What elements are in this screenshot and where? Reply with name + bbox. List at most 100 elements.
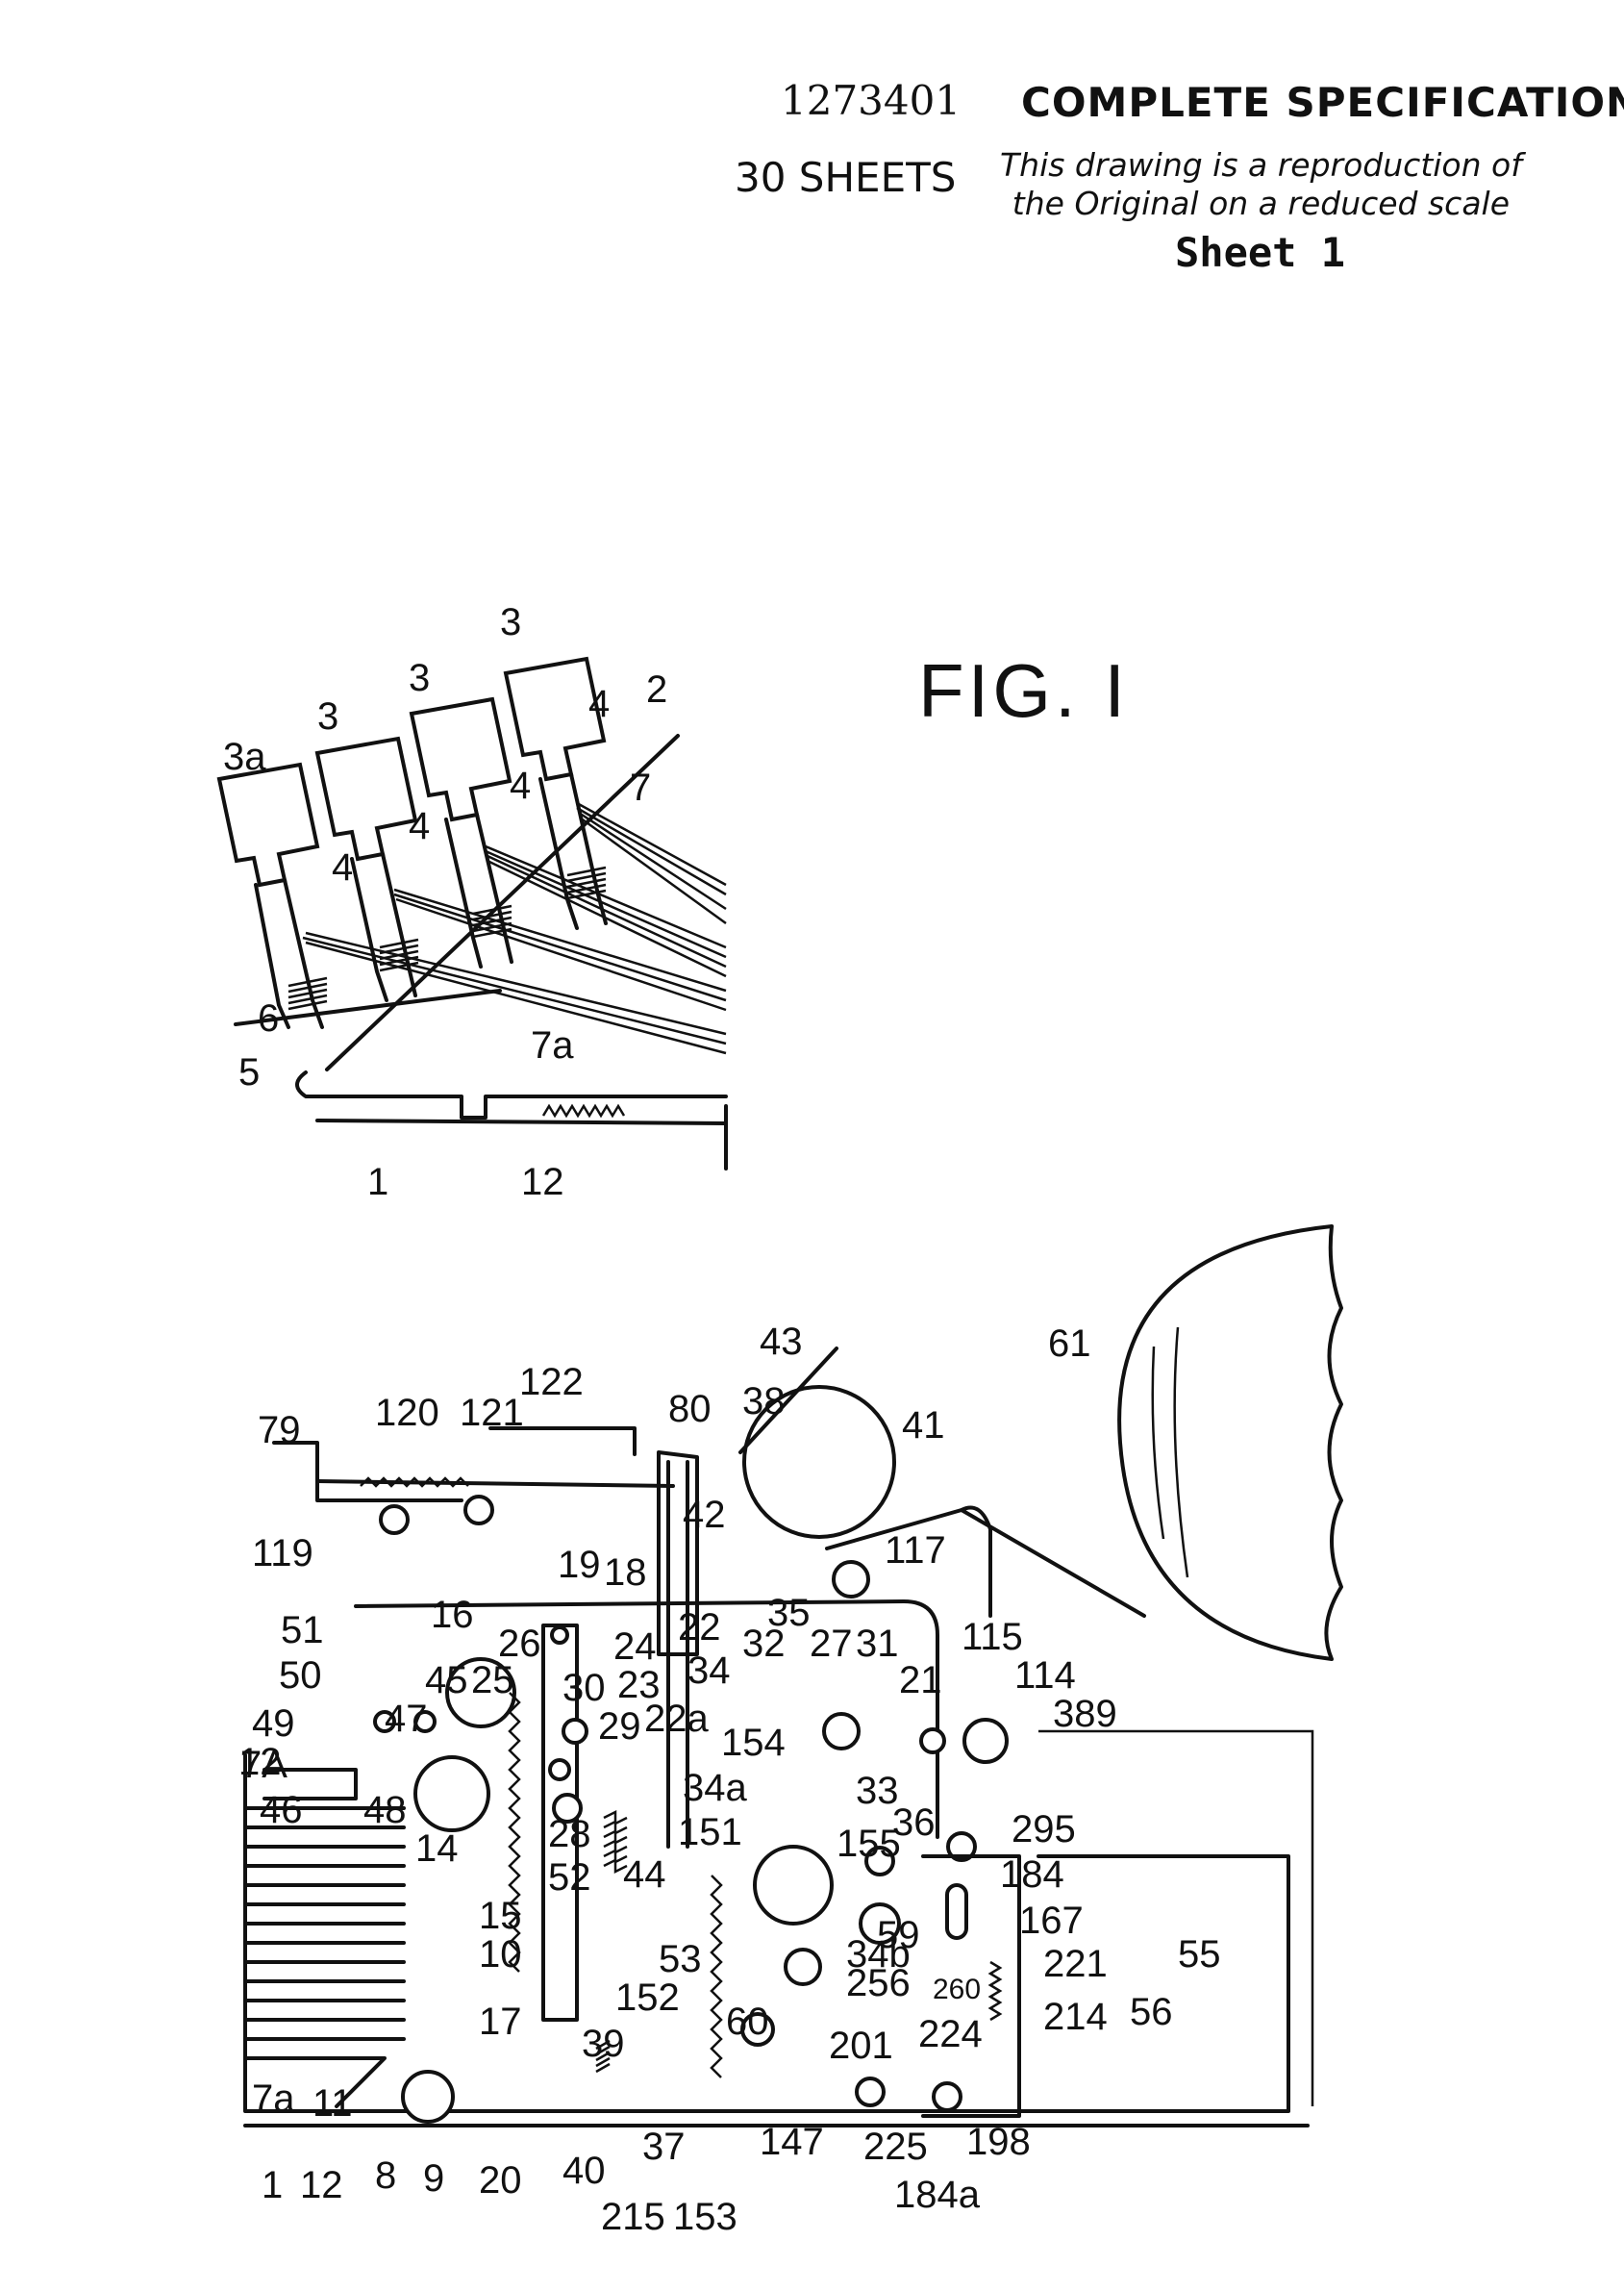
label-51: 51 — [281, 1609, 324, 1651]
label-4: 4 — [409, 805, 430, 847]
label-15: 15 — [479, 1895, 522, 1937]
label-7A: 7A — [240, 1744, 287, 1786]
label-10: 10 — [479, 1933, 522, 1976]
label-184a: 184a — [894, 2174, 981, 2216]
spring-221 — [987, 1960, 1003, 2022]
pivot-59 — [859, 1902, 901, 1945]
label-214: 214 — [1043, 1996, 1108, 2038]
pivot-29 — [562, 1718, 588, 1745]
top-labels: 3 3 3 3a 2 4 4 4 4 7 6 5 7a 1 12 — [223, 601, 667, 1203]
label-114: 114 — [1014, 1654, 1076, 1697]
label-16: 16 — [431, 1594, 474, 1636]
gear-151 — [753, 1845, 834, 1926]
label-34a: 34a — [683, 1767, 747, 1809]
label-35: 35 — [767, 1592, 811, 1634]
spring-6-1 — [287, 976, 328, 1011]
label-198: 198 — [966, 2121, 1031, 2163]
label-115: 115 — [962, 1616, 1023, 1658]
label-55: 55 — [1178, 1933, 1221, 1976]
base-rail-1 — [315, 1119, 728, 1125]
label-46: 46 — [260, 1789, 303, 1831]
pivot-198 — [932, 2081, 962, 2112]
label-44: 44 — [623, 1853, 666, 1896]
pivot-121 — [463, 1495, 494, 1525]
upper-frame-117 — [354, 1599, 939, 1839]
label-22: 22 — [678, 1606, 721, 1649]
label-154: 154 — [721, 1722, 786, 1764]
label-7a: 7a — [252, 2077, 295, 2120]
label-38: 38 — [742, 1380, 786, 1422]
sheet-count: 30 SHEETS — [735, 154, 957, 201]
pivot-47 — [413, 1710, 437, 1733]
label-61: 61 — [1048, 1322, 1091, 1365]
pivot-28 — [552, 1793, 583, 1824]
bar-38 — [657, 1450, 699, 1656]
label-2: 2 — [646, 668, 667, 711]
label-11: 11 — [312, 2082, 353, 2125]
platen-roller-41 — [742, 1385, 896, 1539]
label-48: 48 — [363, 1789, 407, 1831]
pivot-27 — [822, 1712, 861, 1750]
pivot-225 — [855, 2077, 886, 2107]
plate-184 — [921, 1854, 1021, 2118]
label-36: 36 — [892, 1801, 936, 1844]
gear-45 — [445, 1657, 516, 1728]
label-42: 42 — [683, 1494, 726, 1536]
label-26: 26 — [498, 1623, 541, 1665]
label-8: 8 — [375, 2154, 396, 2197]
label-45: 45 — [425, 1659, 468, 1701]
spring-40 — [595, 2039, 611, 2074]
type-bar-4-3b — [475, 813, 513, 964]
pivot-9 — [401, 2070, 455, 2124]
label-79: 79 — [258, 1409, 301, 1451]
spring-52 — [603, 1809, 628, 1875]
label-37: 37 — [642, 2126, 686, 2168]
label-201: 201 — [829, 2025, 893, 2067]
guide-line-5 — [234, 989, 502, 1026]
label-119: 119 — [252, 1532, 313, 1574]
reproduction-note: This drawing is a reproduction of the Or… — [1000, 146, 1522, 223]
rack-26 — [508, 1692, 521, 1973]
label-14: 14 — [415, 1827, 459, 1870]
specification-title: COMPLETE SPECIFICATION — [1021, 79, 1624, 126]
label-56: 56 — [1130, 1991, 1173, 2033]
spring-120 — [360, 1476, 469, 1488]
type-bar-4-3 — [444, 818, 483, 969]
label-121: 121 — [460, 1392, 524, 1434]
label-6: 6 — [258, 997, 279, 1040]
pivot-119 — [379, 1504, 410, 1535]
label-3: 3 — [500, 601, 521, 643]
drum-shading — [1151, 1326, 1189, 1578]
label-1: 1 — [367, 1161, 388, 1203]
label-34: 34 — [687, 1649, 731, 1692]
bar-42 — [666, 1460, 689, 1849]
type-bar-assembly — [216, 656, 728, 1171]
label-59: 59 — [877, 1914, 920, 1956]
link-rod-7-2 — [485, 844, 727, 978]
label-5: 5 — [238, 1051, 260, 1094]
key-guide-12 — [262, 1768, 358, 1800]
type-bar-4-2 — [350, 857, 388, 1002]
label-256: 256 — [846, 1962, 911, 2004]
pivot-21 — [919, 1727, 946, 1754]
pressure-roller-117 — [832, 1560, 870, 1599]
label-4: 4 — [588, 683, 610, 725]
label-153: 153 — [673, 2196, 737, 2238]
slot-19-mid — [548, 1758, 571, 1781]
label-122: 122 — [519, 1361, 584, 1403]
label-19: 19 — [558, 1544, 601, 1586]
guide-line-2 — [325, 734, 680, 1071]
cover-55 — [1038, 1729, 1314, 2106]
pivot-256 — [784, 1948, 822, 1986]
label-47: 47 — [385, 1698, 428, 1740]
label-260: 260 — [933, 1974, 981, 2005]
main-frame — [243, 1753, 1290, 2113]
label-80: 80 — [668, 1388, 712, 1430]
label-31: 31 — [856, 1623, 899, 1665]
slot-167 — [945, 1883, 968, 1940]
label-22a: 22a — [644, 1698, 709, 1740]
label-17: 17 — [479, 2001, 522, 2043]
label-21: 21 — [899, 1659, 942, 1701]
link-rod-7-3 — [576, 801, 727, 925]
